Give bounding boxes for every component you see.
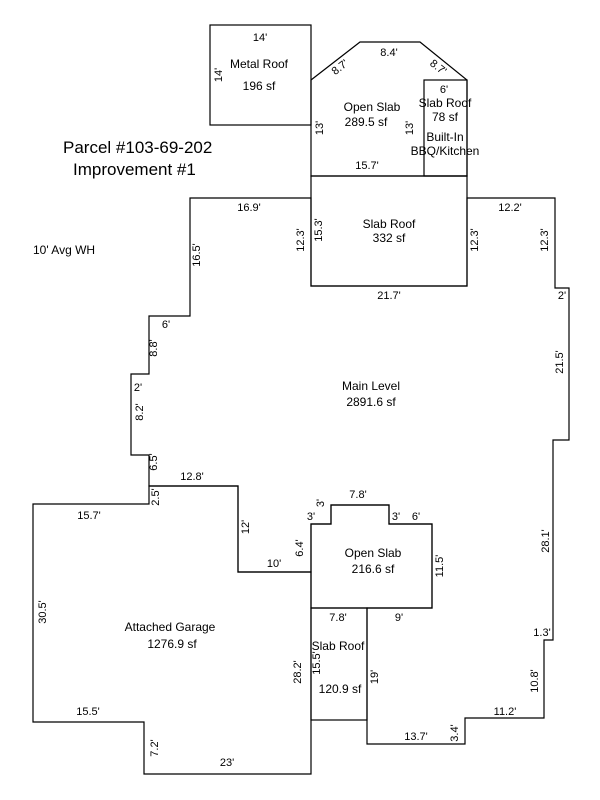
garage-outline (32, 485, 312, 775)
dim-garage-15-7: 15.7' (77, 510, 101, 522)
slab-roof-mid-size: 332 sf (373, 231, 406, 245)
dim-mid-left-in: 15.3' (313, 218, 325, 242)
dim-main-2-5: 2.5' (150, 488, 162, 505)
dim-garage-30-5: 30.5' (37, 600, 49, 624)
dim-mid-bottom: 21.7' (377, 290, 401, 302)
dim-garage-15-5: 15.5' (76, 706, 100, 718)
dim-os-6-4: 6.4' (294, 539, 306, 556)
garage-label: Attached Garage (125, 620, 216, 634)
dim-garage-23: 23' (220, 757, 234, 769)
main-level-label: Main Level (342, 379, 400, 393)
dim-slab-diag-left: 8.7' (330, 58, 351, 78)
dim-main-top-right: 12.2' (498, 202, 522, 214)
dim-os-7-8-bottom: 7.8' (329, 612, 346, 624)
metal-roof-size: 196 sf (243, 79, 276, 93)
dim-slab-top: 8.4' (380, 47, 397, 59)
dim-main-1-3: 1.3' (533, 627, 550, 639)
dim-main-12: 12' (240, 520, 252, 534)
dim-main-6-5: 6.5' (148, 453, 160, 470)
dim-os-3-left-2: 3' (307, 511, 315, 523)
slab-roof-bottom-size: 120.9 sf (319, 682, 362, 696)
dim-garage-28-2: 28.2' (292, 660, 304, 684)
dim-main-28-1: 28.1' (540, 529, 552, 553)
bbq-label-line1: Built-In (426, 130, 463, 144)
bbq-label-line2: BBQ/Kitchen (411, 144, 480, 158)
dim-main-8-8: 8.8' (148, 339, 160, 356)
dim-main-2-right: 2' (558, 290, 566, 302)
dim-garage-7-2: 7.2' (149, 739, 161, 756)
dim-main-8-2: 8.2' (134, 403, 146, 420)
dim-main-right-12-3: 12.3' (539, 228, 551, 252)
dim-main-3-4: 3.4' (449, 724, 461, 741)
dim-os-7-8: 7.8' (349, 489, 366, 501)
improvement-number: Improvement #1 (73, 160, 196, 179)
dim-main-top-left: 16.9' (237, 202, 261, 214)
open-slab-bottom-label: Open Slab (345, 546, 402, 560)
dim-slab-inner: 13' (404, 121, 416, 135)
dim-main-19: 19' (369, 670, 381, 684)
dim-mid-right: 12.3' (469, 228, 481, 252)
dim-main-10: 10' (267, 558, 281, 570)
dim-main-2-left: 2' (134, 382, 142, 394)
dim-main-16-5: 16.5' (191, 243, 203, 267)
dim-os-11-5: 11.5' (434, 555, 446, 578)
outlines (32, 24, 570, 775)
dim-main-11-2: 11.2' (494, 706, 517, 718)
slab-roof-mid-label: Slab Roof (363, 217, 416, 231)
dim-mid-left-out: 12.3' (295, 228, 307, 252)
slab-roof-top-label: Slab Roof (419, 96, 472, 110)
dim-os-3-left: 3' (315, 499, 327, 507)
open-slab-top-label: Open Slab (344, 100, 401, 114)
dim-metal-left: 14' (213, 68, 225, 82)
parcel-number: Parcel #103-69-202 (63, 138, 213, 157)
dim-slab-roof-15-5: 15.5' (311, 651, 323, 675)
open-slab-top-size: 289.5 sf (345, 115, 388, 129)
dim-slabroof-top: 6' (440, 84, 448, 96)
dim-metal-top: 14' (253, 32, 267, 44)
dim-os-3-right: 3' (392, 511, 400, 523)
slab-roof-top-size: 78 sf (432, 110, 459, 124)
avg-wall-height-note: 10' Avg WH (33, 243, 96, 257)
open-slab-bottom-size: 216.6 sf (352, 562, 395, 576)
dim-slab-left: 13' (314, 121, 326, 135)
dim-main-21-5: 21.5' (554, 350, 566, 374)
dim-os-9: 9' (395, 612, 403, 624)
dim-main-10-8: 10.8' (529, 669, 541, 693)
dim-main-13-7: 13.7' (404, 731, 428, 743)
dim-slab-bottom: 15.7' (355, 160, 379, 172)
main-level-size: 2891.6 sf (346, 395, 396, 409)
garage-size: 1276.9 sf (147, 637, 197, 651)
dim-os-6: 6' (412, 511, 420, 523)
dim-main-6: 6' (162, 319, 170, 331)
metal-roof-outline (209, 24, 312, 126)
slab-roof-bottom-label: Slab Roof (312, 639, 365, 653)
metal-roof-label: Metal Roof (230, 57, 289, 71)
dim-main-12-8: 12.8' (180, 471, 204, 483)
dim-slab-diag-right: 8.7' (427, 58, 448, 78)
